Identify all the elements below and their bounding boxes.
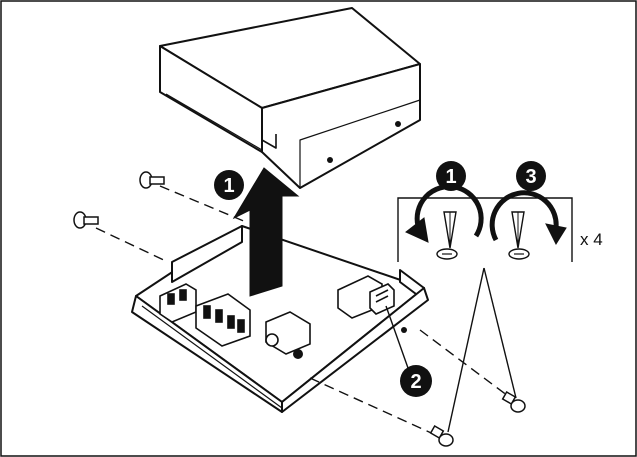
screw-count-label: x 4 bbox=[580, 230, 603, 249]
screw-bottom-right bbox=[501, 391, 526, 413]
tighten-rotation-icon bbox=[489, 190, 567, 260]
connector-2 bbox=[369, 283, 395, 315]
inset-leader-left bbox=[447, 267, 485, 433]
screw-mid-left bbox=[73, 211, 99, 229]
step-badge-lift: 1 bbox=[214, 170, 244, 200]
terminal-block-right bbox=[195, 293, 251, 347]
inset-leader-right bbox=[483, 267, 517, 399]
enclosure-base bbox=[131, 225, 429, 413]
step-badge-loosen-label: 1 bbox=[445, 166, 456, 188]
enclosure-cover bbox=[159, 7, 421, 189]
base-screw-hole bbox=[293, 349, 303, 359]
connector-leader bbox=[385, 305, 409, 369]
screw-guides bbox=[95, 185, 509, 437]
step-badge-lift-label: 1 bbox=[223, 175, 234, 197]
step-badge-tighten-label: 3 bbox=[525, 166, 536, 188]
dc-jack bbox=[265, 311, 311, 355]
loosen-rotation-icon bbox=[405, 184, 484, 260]
terminal-block-left bbox=[159, 283, 197, 323]
rotation-inset: 1 3 x 4 bbox=[397, 161, 603, 433]
screw-bottom bbox=[429, 425, 454, 447]
screw-top-left bbox=[139, 171, 165, 189]
base-screw-hole bbox=[401, 327, 407, 333]
step-badge-connector: 2 bbox=[400, 365, 432, 397]
step-badge-connector-label: 2 bbox=[410, 371, 421, 393]
lift-arrow bbox=[232, 167, 300, 297]
